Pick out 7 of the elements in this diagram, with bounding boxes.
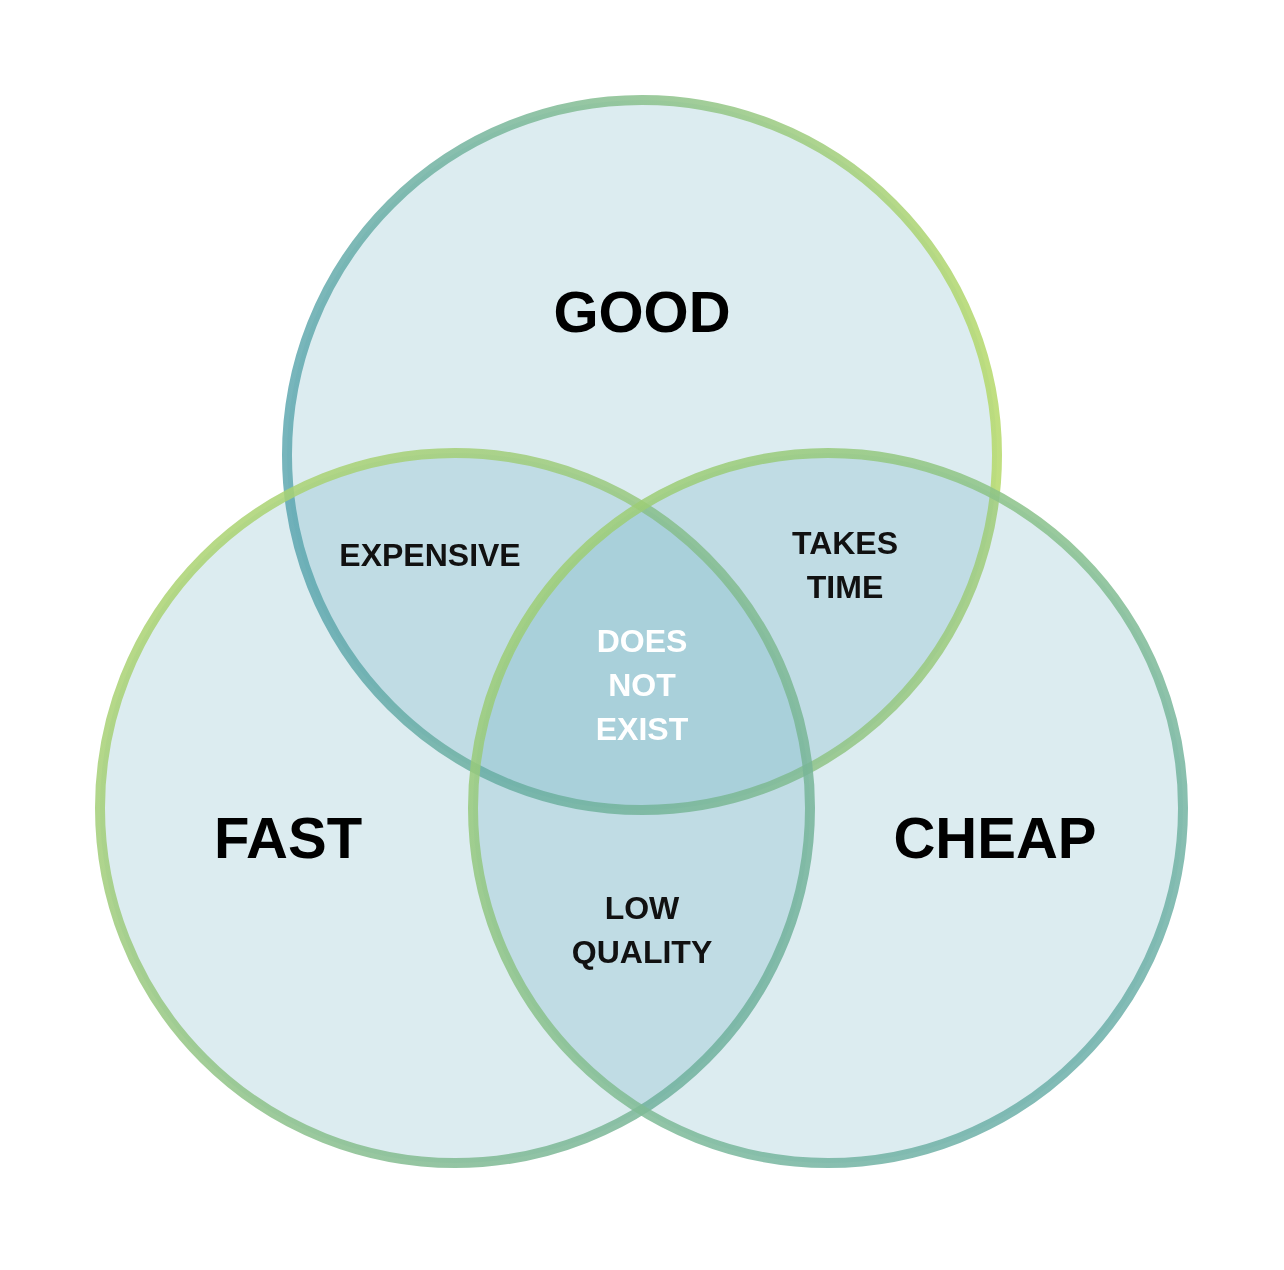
overlap-label: DOES NOT EXIST	[594, 622, 690, 749]
overlap-label: LOW QUALITY	[570, 889, 714, 972]
circle-title: GOOD	[553, 283, 731, 341]
circle-title: FAST	[213, 809, 363, 867]
overlap-label: EXPENSIVE	[338, 536, 522, 575]
circle-title: CHEAP	[893, 809, 1097, 867]
overlap-label: TAKES TIME	[790, 524, 900, 607]
